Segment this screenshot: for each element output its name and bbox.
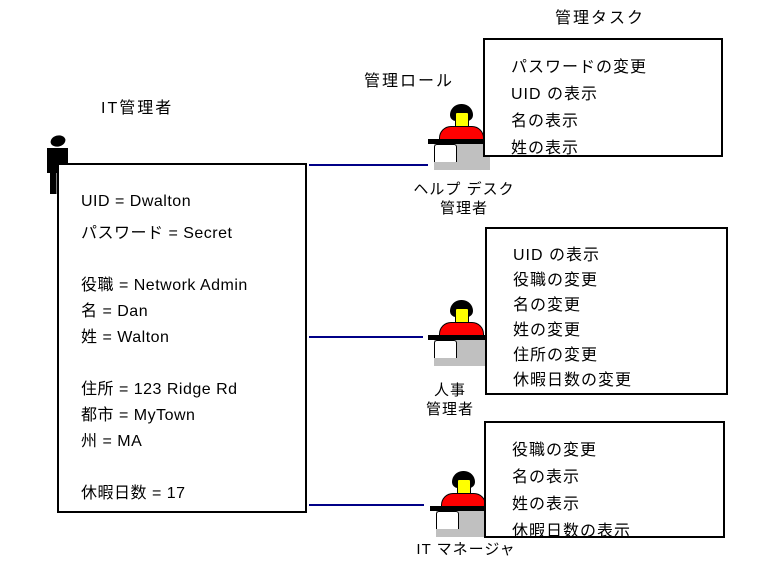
desk-top-shape [428,139,496,144]
task-item: 役職の変更 [513,272,599,289]
admin-role-header: 管理ロール [364,73,455,90]
task-box-itmgr: 役職の変更 名の表示 姓の表示 休暇日数の表示 [484,421,725,540]
connector-line-itmgr [309,504,424,506]
desk-body-shape [434,144,490,170]
connector-line-helpdesk [309,164,428,166]
user-attr-vacation: 休暇日数 = 17 [81,485,186,502]
role-label-line: 人事 [433,382,466,399]
task-box-helpdesk: パスワードの変更 UID の表示 名の表示 姓の表示 [483,38,723,157]
desk-top-shape [428,335,496,340]
spacer-line [81,245,248,271]
task-item: 休暇日数の変更 [513,372,633,389]
shirt-shape [441,493,486,507]
user-attr-first: 名 = Dan [81,303,149,320]
shirt-shape [439,322,484,336]
shirt-shape [439,126,484,140]
role-label-line: ヘルプ デスク [413,181,515,198]
desk-body-shape [436,511,492,537]
task-item: 休暇日数の表示 [512,523,632,540]
user-attr-last: 姓 = Walton [81,329,170,346]
role-label-line: 管理者 [425,401,474,418]
task-item: UID の表示 [511,86,599,103]
user-attr-address: 住所 = 123 Ridge Rd [81,381,238,398]
role-label-hr: 人事 管理者 [388,381,512,419]
user-record-box: UID = Dwalton パスワード = Secret 役職 = Networ… [57,163,307,513]
user-attr-uid: UID = Dwalton [81,193,192,210]
desk-person-icon-hr [428,300,496,366]
desk-body-shape [434,340,490,366]
role-label-line: 管理者 [439,200,488,217]
desk-notch-shape [436,511,459,529]
desk-top-shape [430,506,498,511]
spacer-line [81,453,248,479]
admin-tasks-header: 管理タスク [555,10,646,27]
role-label-helpdesk: ヘルプ デスク 管理者 [402,180,526,218]
task-item: 住所の変更 [513,347,599,364]
desk-person-icon-helpdesk [428,104,496,170]
task-item: 名の変更 [513,297,582,314]
desk-notch-shape [434,340,457,358]
user-attr-city: 都市 = MyTown [81,407,196,424]
task-item: 名の表示 [511,113,580,130]
role-label-line: IT マネージャ [416,541,516,558]
task-item: 役職の変更 [512,442,598,459]
user-attr-title: 役職 = Network Admin [81,277,248,294]
task-item: 名の表示 [512,469,581,486]
user-record-lines: UID = Dwalton パスワード = Secret 役職 = Networ… [81,193,248,505]
spacer-line [81,349,248,375]
it-admin-label: IT管理者 [101,100,174,117]
task-item: 姓の表示 [512,496,581,513]
task-item: 姓の表示 [511,140,580,157]
task-item: UID の表示 [513,247,601,264]
role-label-itmgr: IT マネージャ [404,540,528,559]
user-attr-state: 州 = MA [81,433,143,450]
task-box-hr: UID の表示 役職の変更 名の変更 姓の変更 住所の変更 休暇日数の変更 [485,227,728,395]
desk-person-icon-itmgr [430,471,498,537]
connector-line-hr [309,336,423,338]
user-attr-password: パスワード = Secret [81,225,233,242]
task-item: 姓の変更 [513,322,582,339]
desk-notch-shape [434,144,457,162]
task-item: パスワードの変更 [511,59,648,76]
